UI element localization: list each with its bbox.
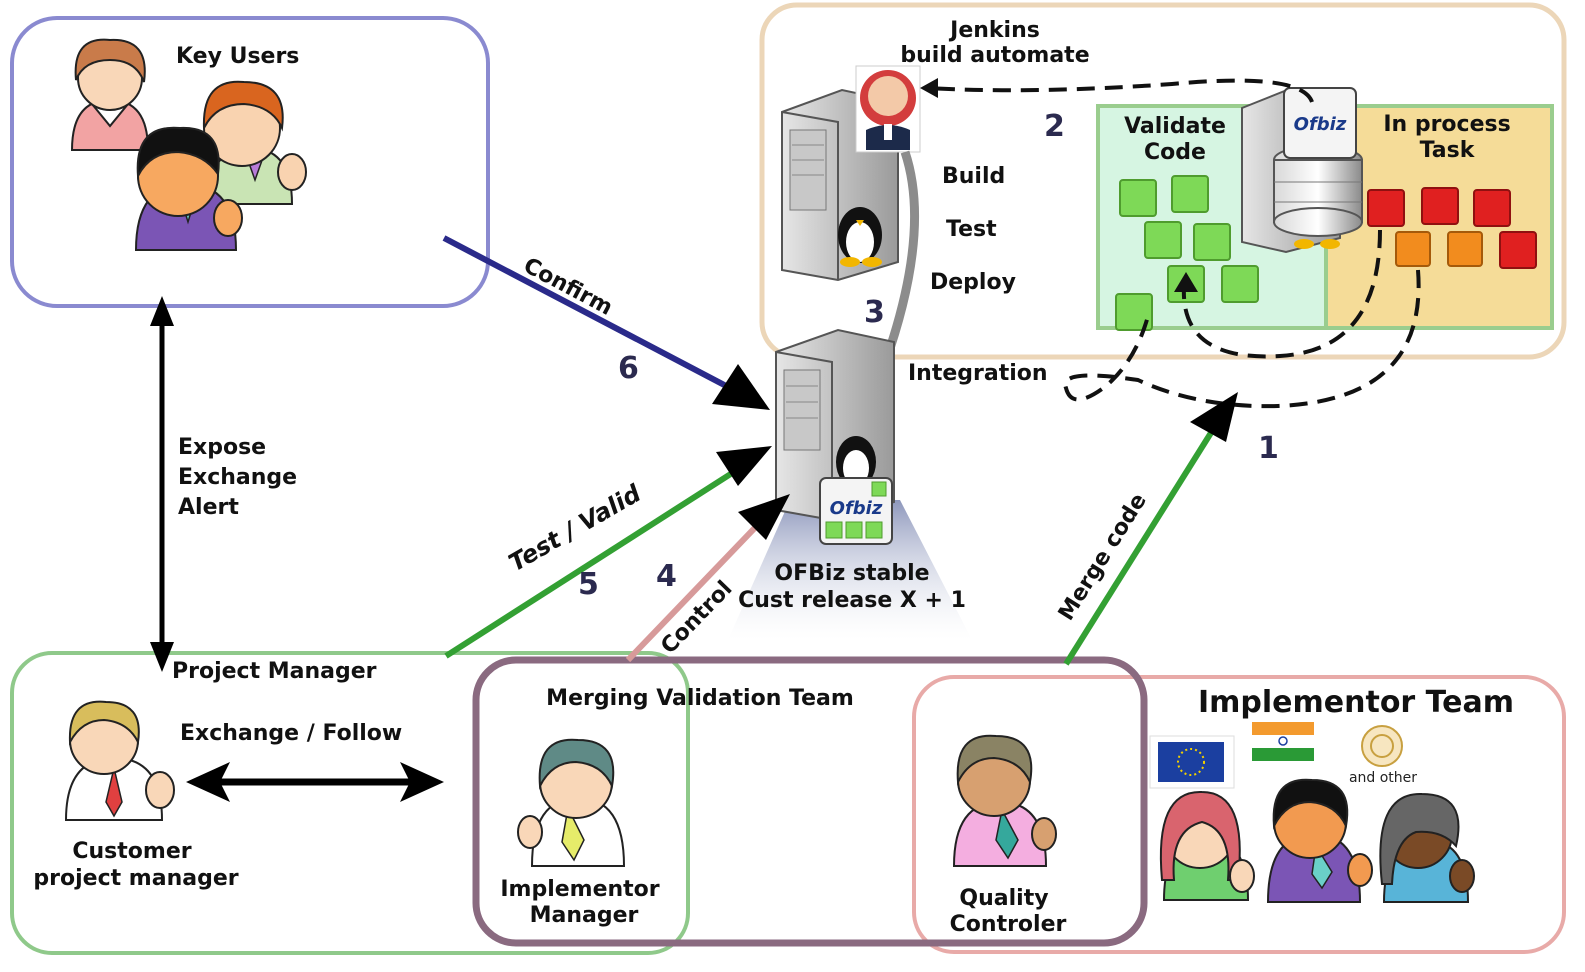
exchange-follow-label: Exchange / Follow bbox=[180, 721, 402, 746]
un-emblem-icon bbox=[1361, 725, 1403, 767]
quality-controler-label-2: Controler bbox=[950, 912, 1067, 937]
dashed-flow-to-jenkins bbox=[927, 78, 1314, 103]
eu-flag-icon bbox=[1149, 735, 1235, 789]
release-beam bbox=[728, 500, 972, 640]
control-arrow bbox=[625, 507, 775, 663]
integration-label: Integration bbox=[908, 361, 1048, 386]
step-4: 4 bbox=[656, 559, 677, 594]
implementor-manager-icon bbox=[517, 738, 626, 867]
in-process-label-2: Task bbox=[1420, 138, 1476, 163]
validate-label-2: Code bbox=[1144, 140, 1206, 165]
central-server-icon bbox=[775, 328, 895, 545]
dashed-flow-integration bbox=[1063, 229, 1421, 409]
implementor-manager-label-2: Manager bbox=[530, 903, 639, 928]
ofbiz-logo-db: Ofbiz bbox=[1294, 114, 1347, 135]
key-users-people-icon bbox=[70, 38, 307, 251]
merging-team-title: Merging Validation Team bbox=[546, 686, 854, 711]
jenkins-box bbox=[759, 2, 1567, 360]
ofbiz-database-icon bbox=[1241, 86, 1363, 254]
step-3: 3 bbox=[864, 295, 885, 330]
expose-label: Expose bbox=[178, 435, 266, 460]
step-5: 5 bbox=[578, 567, 599, 602]
customer-pm-label-1: Customer bbox=[72, 839, 191, 864]
confirm-arrow bbox=[442, 235, 732, 391]
in-process-label-1: In process bbox=[1383, 112, 1510, 137]
implementor-team-title: Implementor Team bbox=[1198, 685, 1514, 720]
merging-team-box bbox=[472, 656, 1148, 947]
test-valid-arrow bbox=[444, 465, 742, 659]
quality-controler-icon bbox=[952, 734, 1057, 867]
customer-project-manager-icon bbox=[64, 700, 175, 821]
validate-label-1: Validate bbox=[1124, 114, 1226, 139]
stable-label-2: Cust release X + 1 bbox=[738, 588, 966, 613]
deploy-label: Deploy bbox=[930, 270, 1016, 295]
jenkins-title-1: Jenkins bbox=[948, 18, 1040, 43]
step-2: 2 bbox=[1044, 109, 1065, 144]
jenkins-title-2: build automate bbox=[900, 43, 1089, 68]
build-label: Build bbox=[942, 164, 1005, 189]
merge-code-arrow bbox=[1063, 426, 1217, 666]
implementor-people-icon bbox=[1159, 778, 1475, 903]
implementor-manager-label-1: Implementor bbox=[500, 877, 659, 902]
step-6: 6 bbox=[618, 351, 639, 386]
stable-label-1: OFBiz stable bbox=[774, 561, 929, 586]
in-process-task-cubes bbox=[1367, 187, 1537, 269]
ofbiz-logo-server: Ofbiz bbox=[830, 498, 883, 519]
project-manager-box bbox=[10, 651, 690, 955]
test-label: Test bbox=[946, 217, 997, 242]
project-manager-title: Project Manager bbox=[172, 659, 377, 684]
key-users-title: Key Users bbox=[176, 44, 299, 69]
customer-pm-label-2: project manager bbox=[33, 866, 238, 891]
jenkins-butler-icon bbox=[855, 65, 921, 153]
key-users-box bbox=[10, 16, 490, 308]
implementor-team-box bbox=[912, 675, 1566, 954]
alert-label: Alert bbox=[178, 495, 239, 520]
step-1: 1 bbox=[1258, 431, 1279, 466]
exchange-label: Exchange bbox=[178, 465, 297, 490]
test-valid-label: Test / Valid bbox=[504, 479, 646, 577]
quality-controler-label-1: Quality bbox=[959, 886, 1048, 911]
validated-code-cubes bbox=[1115, 175, 1259, 331]
india-flag-icon bbox=[1252, 722, 1314, 761]
and-other-label: and other bbox=[1349, 770, 1417, 786]
